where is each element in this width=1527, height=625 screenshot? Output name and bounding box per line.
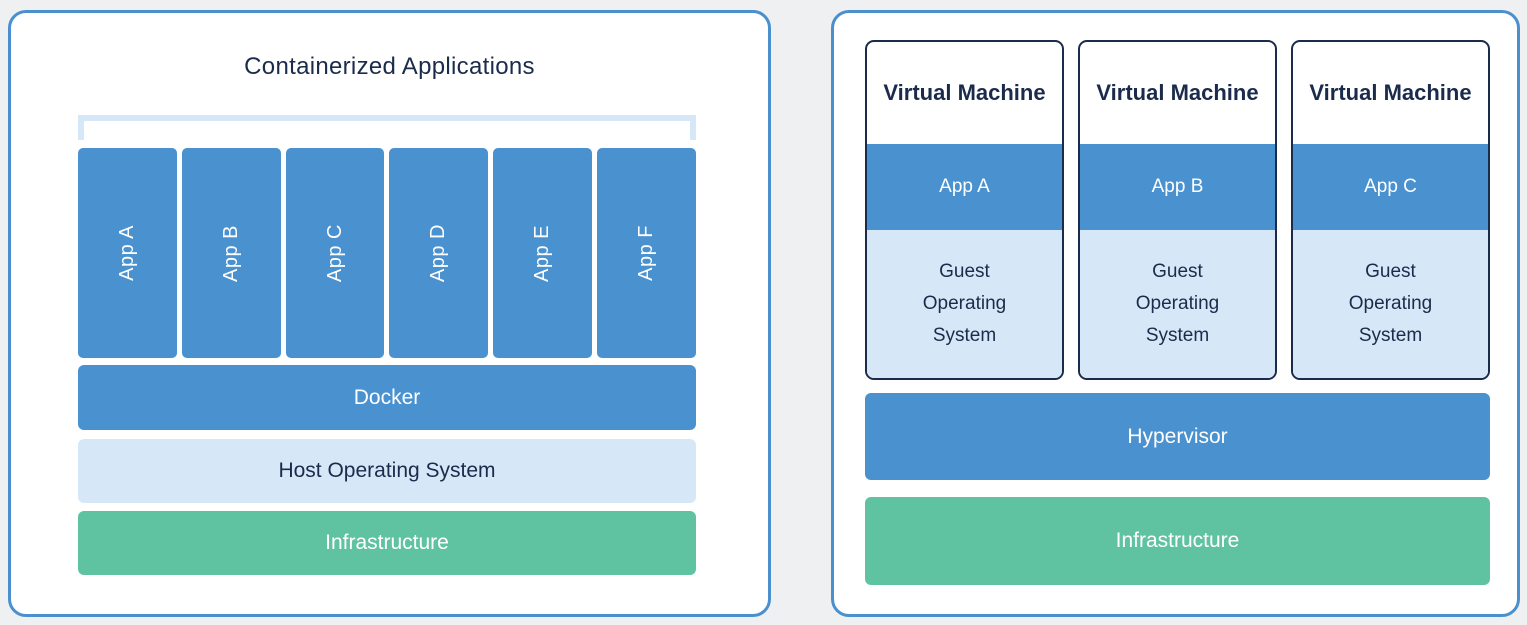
app-column-e-label: App E	[531, 224, 554, 282]
app-column-e: App E	[493, 148, 593, 358]
app-column-d-label: App D	[427, 223, 450, 283]
infrastructure-layer-left: Infrastructure	[78, 511, 696, 575]
app-column-c: App C	[285, 148, 385, 358]
vm-3-app: App C	[1293, 144, 1488, 230]
vm-box-3: Virtual Machine App C Guest Operating Sy…	[1291, 40, 1490, 380]
vm-2-app: App B	[1080, 144, 1275, 230]
app-column-a-label: App A	[115, 225, 138, 281]
app-column-c-label: App C	[323, 223, 346, 283]
docker-layer: Docker	[78, 365, 696, 430]
vm-1-app: App A	[867, 144, 1062, 230]
vm-2-guest-os: Guest Operating System	[1080, 230, 1275, 378]
vm-2-title: Virtual Machine	[1096, 80, 1259, 105]
containers-bracket	[78, 115, 696, 140]
vm-box-2: Virtual Machine App B Guest Operating Sy…	[1078, 40, 1277, 380]
app-column-a: App A	[78, 148, 177, 358]
app-columns-row: App A App B App C App D App E App F	[78, 148, 696, 358]
app-column-d: App D	[389, 148, 489, 358]
app-column-b-label: App B	[219, 224, 242, 282]
virtual-machines-panel: Virtual Machine App A Guest Operating Sy…	[831, 10, 1520, 617]
vm-3-guest-os: Guest Operating System	[1293, 230, 1488, 378]
vm-2-guest-os-label: Guest Operating System	[1135, 261, 1220, 346]
infrastructure-layer-right: Infrastructure	[865, 497, 1490, 585]
vm-3-guest-os-label: Guest Operating System	[1348, 261, 1433, 346]
vm-row: Virtual Machine App A Guest Operating Sy…	[865, 40, 1490, 380]
app-column-f-label: App F	[635, 225, 658, 281]
vm-box-1: Virtual Machine App A Guest Operating Sy…	[865, 40, 1064, 380]
hypervisor-layer: Hypervisor	[865, 393, 1490, 480]
vm-3-title: Virtual Machine	[1309, 80, 1472, 105]
app-column-f: App F	[597, 148, 696, 358]
containers-panel: Containerized Applications App A App B A…	[8, 10, 771, 617]
host-os-layer: Host Operating System	[78, 439, 696, 503]
vm-1-guest-os: Guest Operating System	[867, 230, 1062, 378]
containers-title: Containerized Applications	[244, 53, 535, 80]
app-column-b: App B	[181, 148, 281, 358]
vm-1-guest-os-label: Guest Operating System	[922, 261, 1007, 346]
vm-1-title: Virtual Machine	[883, 80, 1046, 105]
